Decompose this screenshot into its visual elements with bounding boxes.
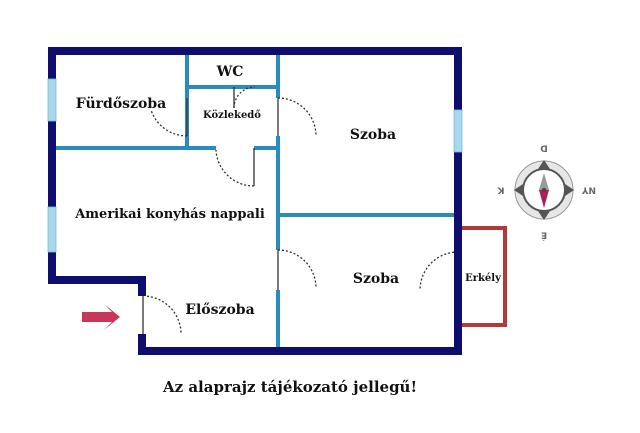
door-room-bottom xyxy=(277,249,317,290)
compass-label-south: D xyxy=(540,143,547,153)
room-label-balcony: Erkély xyxy=(465,273,502,284)
door-openings xyxy=(216,98,281,290)
room-label-entrance-hall: Előszoba xyxy=(185,302,254,318)
entrance-door-gap xyxy=(137,296,147,334)
balcony-outline xyxy=(462,226,507,327)
door-balcony xyxy=(419,251,459,291)
compass-icon: D É K NY xyxy=(496,143,596,242)
room-label-wc: WC xyxy=(216,64,244,80)
room-label-room-top: Szoba xyxy=(350,127,396,143)
window-bathroom xyxy=(47,78,57,122)
room-label-living-kitchen: Amerikai konyhás nappali xyxy=(74,207,265,222)
disclaimer-text: Az alaprajz tájékozató jellegű! xyxy=(162,378,418,396)
door-wc xyxy=(233,86,256,109)
window-room-top xyxy=(453,109,463,153)
window-living xyxy=(47,206,57,253)
entrance-arrow-icon xyxy=(82,304,120,330)
room-label-bathroom: Fürdőszoba xyxy=(76,96,166,112)
compass-label-north: É xyxy=(541,230,547,242)
outer-walls xyxy=(48,47,462,355)
door-hallway-living xyxy=(215,148,255,187)
door-entrance xyxy=(142,295,182,335)
compass-label-west: NY xyxy=(581,185,596,195)
windows xyxy=(47,78,463,253)
room-label-room-bottom: Szoba xyxy=(353,271,399,287)
compass-label-east: K xyxy=(496,185,504,195)
room-label-hallway: Közlekedő xyxy=(203,110,261,121)
door-room-top xyxy=(277,97,317,137)
door-bathroom xyxy=(150,98,188,137)
